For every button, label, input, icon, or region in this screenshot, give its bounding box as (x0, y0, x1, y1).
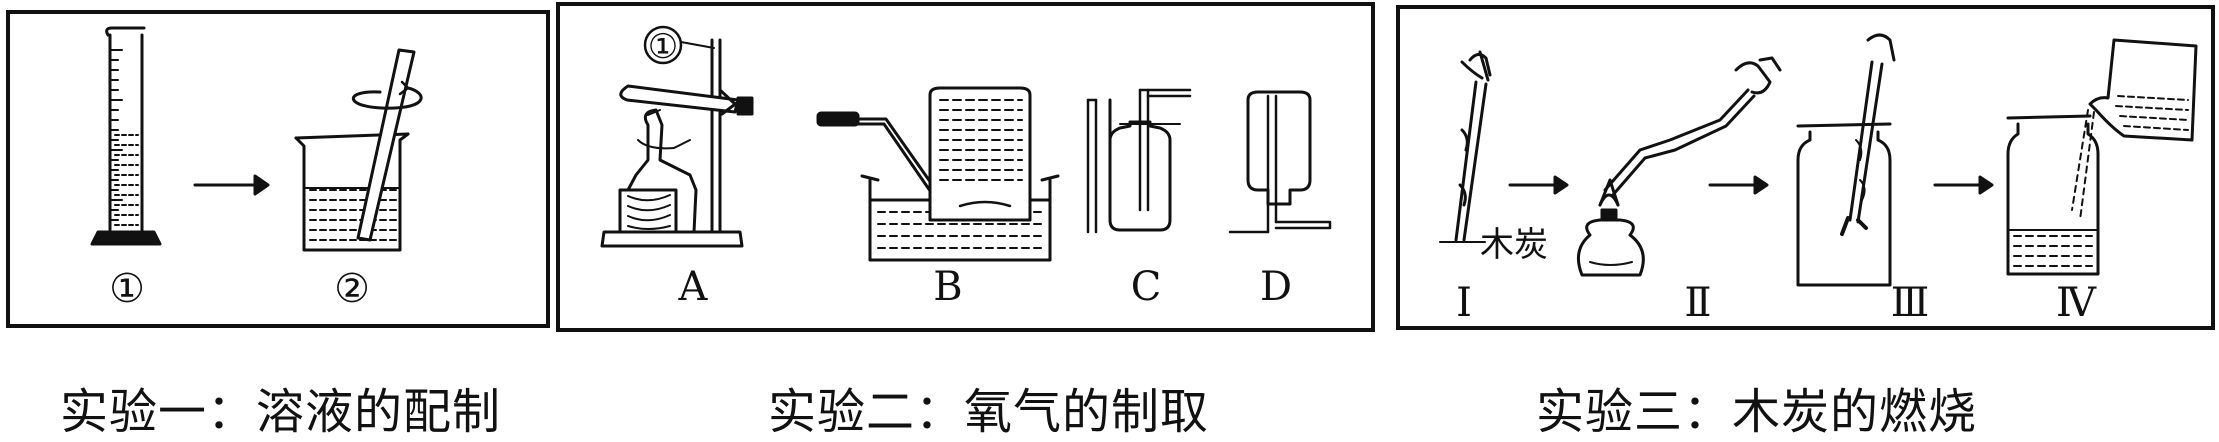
experiment-3-panel (1396, 5, 2215, 330)
apparatus-A (600, 25, 754, 248)
apparatus-B (816, 86, 1060, 262)
caption-experiment-2: 实验二：氧气的制取 (768, 384, 1210, 440)
label-2-C: C (1131, 264, 1162, 310)
apparatus-C (1086, 88, 1192, 234)
label-2-A: A (678, 264, 709, 310)
experiment-1-panel (6, 10, 550, 328)
experiment-2-panel (556, 2, 1375, 332)
label-2-B: B (933, 264, 962, 310)
caption-experiment-3: 实验三：木炭的燃烧 (1536, 384, 1978, 440)
lamp-and-tongs-step-II (1576, 56, 1782, 277)
caption-experiment-1: 实验一：溶液的配制 (60, 384, 502, 440)
label-3-II: Ⅱ (1684, 280, 1711, 326)
arrow-3-2 (1708, 175, 1769, 195)
tongs-step-I (1439, 50, 1492, 243)
label-2-D: D (1260, 264, 1292, 310)
label-3-IV: Ⅳ (2056, 280, 2097, 326)
beaker-with-glass-rod (294, 48, 423, 252)
jar-with-pouring-beaker-step-IV (2006, 38, 2198, 276)
label-3-III: Ⅲ (1891, 280, 1930, 326)
apparatus-D (1228, 90, 1332, 234)
label-1-2: ② (334, 266, 370, 312)
label-3-I: Ⅰ (1456, 280, 1472, 326)
arrow-3-1 (1508, 175, 1569, 195)
label-1-1: ① (109, 266, 145, 312)
arrow-3-3 (1933, 175, 1994, 195)
charcoal-label: 木炭 (1480, 225, 1548, 265)
part-marker-1: ① (648, 27, 678, 67)
diagram-drawing: ① ② ① A B C D 木炭 Ⅰ Ⅱ Ⅲ Ⅳ (90, 25, 2198, 326)
graduated-cylinder (90, 26, 162, 246)
arrow-1 (193, 174, 270, 196)
jar-and-tongs-step-III (1796, 33, 1896, 287)
